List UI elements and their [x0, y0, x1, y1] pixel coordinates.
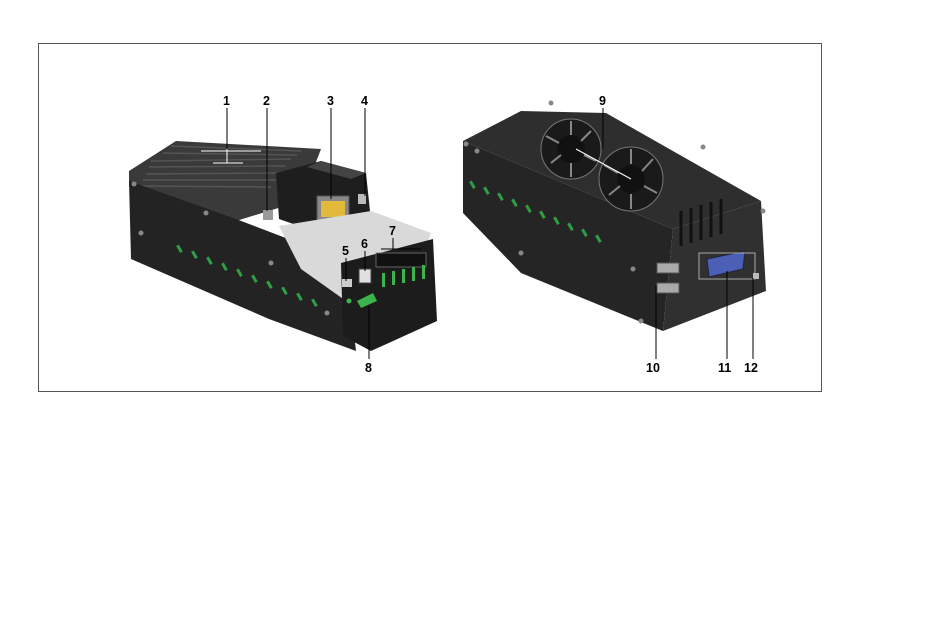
callout-10: 10 [646, 361, 660, 375]
callout-1: 1 [223, 94, 230, 108]
port-2 [263, 210, 273, 220]
callout-8: 8 [365, 361, 372, 375]
device-illustration: 1 2 3 4 5 6 7 8 9 10 11 12 [39, 44, 823, 393]
port-12 [753, 273, 759, 279]
callout-3: 3 [327, 94, 334, 108]
figure-frame: 1 2 3 4 5 6 7 8 9 10 11 12 [38, 43, 822, 392]
fan-1 [541, 119, 601, 179]
left-device [129, 141, 437, 351]
callout-5: 5 [342, 244, 349, 258]
terminal-block [376, 253, 426, 267]
callout-9: 9 [599, 94, 606, 108]
callout-4: 4 [361, 94, 368, 108]
port-6 [359, 269, 371, 283]
usb-port-bottom [657, 283, 679, 293]
right-device [463, 101, 766, 332]
callout-7: 7 [389, 224, 396, 238]
callout-2: 2 [263, 94, 270, 108]
port-5 [342, 279, 352, 287]
callout-6: 6 [361, 237, 368, 251]
callout-12: 12 [744, 361, 758, 375]
usb-port-top [657, 263, 679, 273]
callout-11: 11 [718, 361, 731, 375]
